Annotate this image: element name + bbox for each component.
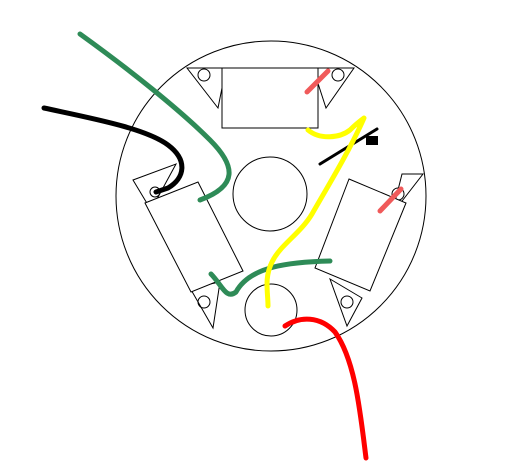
- salmon-marker-top: [304, 68, 331, 95]
- mount-bracket-top-right: [312, 67, 355, 110]
- mount-bracket-bottom-right: [329, 277, 363, 328]
- mount-bracket-top-left: [185, 67, 227, 110]
- base-plate: [115, 40, 427, 352]
- green-wire: [77, 31, 232, 203]
- lower-hole: [244, 283, 298, 337]
- green-wire-lower: [208, 258, 333, 297]
- red-wire: [282, 316, 369, 461]
- black-wire: [41, 105, 185, 195]
- yellow-wire: [264, 115, 367, 309]
- center-hole: [232, 156, 308, 232]
- salmon-marker-right: [377, 186, 404, 214]
- coil-top: [221, 67, 319, 129]
- coil-left: [144, 181, 244, 293]
